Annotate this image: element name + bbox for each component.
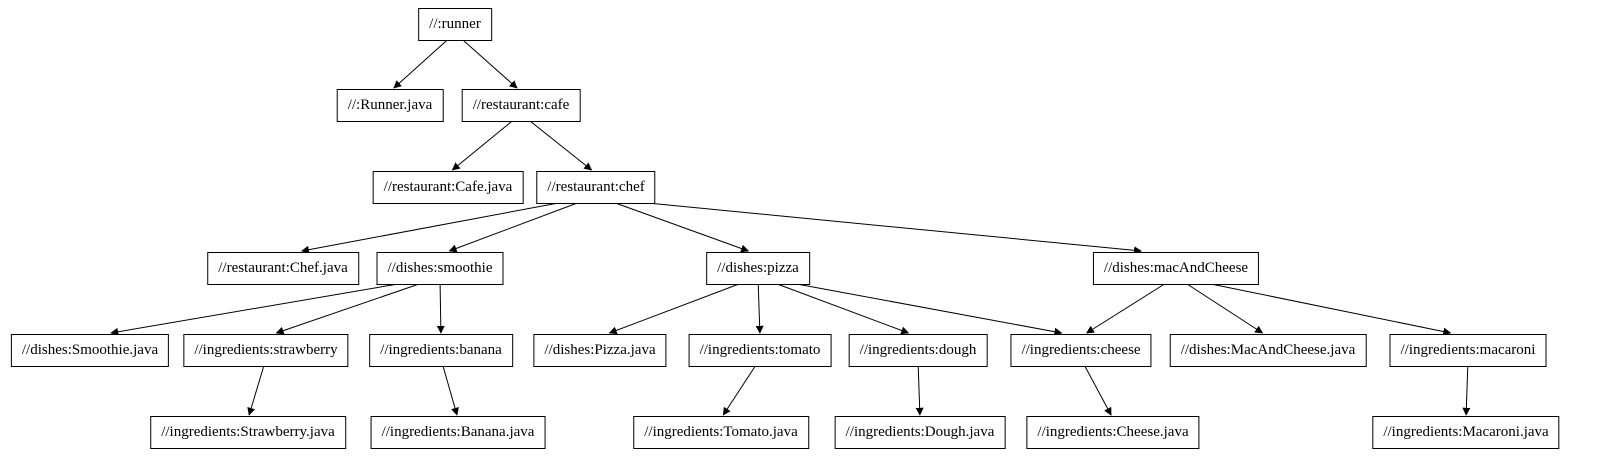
graph-edge-strawberry-to-strawberry_java xyxy=(247,365,265,416)
graph-edge-macandcheese-to-cheese xyxy=(1086,283,1165,334)
graph-edge-pizza-to-cheese xyxy=(796,283,1063,336)
graph-node-pizza: //dishes:pizza xyxy=(706,252,810,285)
graph-edge-macandcheese-to-macandcheese_java xyxy=(1186,283,1264,334)
graph-node-tomato_java: //ingredients:Tomato.java xyxy=(633,416,809,449)
graph-node-cheese: //ingredients:cheese xyxy=(1010,334,1152,367)
graph-edge-cafe-to-chef xyxy=(529,120,593,171)
graph-node-cafe_java: //restaurant:Cafe.java xyxy=(372,171,524,204)
graph-edge-smoothie-to-strawberry xyxy=(275,283,420,335)
graph-node-chef_java: //restaurant:Chef.java xyxy=(207,252,359,285)
graph-edge-macandcheese-to-macaroni xyxy=(1210,283,1452,336)
graph-edge-tomato-to-tomato_java xyxy=(722,365,756,416)
graph-edge-pizza-to-tomato xyxy=(755,283,764,334)
graph-node-cafe: //restaurant:cafe xyxy=(461,89,581,122)
graph-edge-pizza-to-pizza_java xyxy=(608,283,740,335)
graph-node-dough: //ingredients:dough xyxy=(848,334,988,367)
graph-node-smoothie_java: //dishes:Smoothie.java xyxy=(10,334,170,367)
graph-node-banana_java: //ingredients:Banana.java xyxy=(370,416,546,449)
graph-node-macaroni: //ingredients:macaroni xyxy=(1389,334,1547,367)
graph-node-strawberry: //ingredients:strawberry xyxy=(183,334,349,367)
graph-edge-macaroni-to-macaroni_java xyxy=(1462,365,1471,416)
graph-edge-pizza-to-dough xyxy=(777,283,910,335)
graph-edge-banana-to-banana_java xyxy=(442,365,459,416)
graph-node-runner: //:runner xyxy=(418,8,492,41)
graph-edge-dough-to-dough_java xyxy=(915,365,924,416)
graph-node-pizza_java: //dishes:Pizza.java xyxy=(533,334,667,367)
graph-edge-smoothie-to-banana xyxy=(436,283,445,334)
graph-node-macaroni_java: //ingredients:Macaroni.java xyxy=(1372,416,1560,449)
graph-node-banana: //ingredients:banana xyxy=(369,334,513,367)
graph-edge-cafe-to-cafe_java xyxy=(451,120,513,171)
graph-node-strawberry_java: //ingredients:Strawberry.java xyxy=(150,416,346,449)
graph-edge-runner-to-cafe xyxy=(462,39,518,89)
graph-edge-runner-to-runner_java xyxy=(393,39,448,89)
graph-node-macandcheese_java: //dishes:MacAndCheese.java xyxy=(1169,334,1367,367)
graph-edge-chef-to-smoothie xyxy=(448,202,578,253)
graph-edge-chef-to-pizza xyxy=(615,202,750,253)
graph-node-cheese_java: //ingredients:Cheese.java xyxy=(1026,416,1200,449)
graph-node-macandcheese: //dishes:macAndCheese xyxy=(1092,252,1260,285)
graph-edge-cheese-to-cheese_java xyxy=(1084,365,1112,416)
graph-edge-chef-to-chef_java xyxy=(301,202,559,254)
graph-node-smoothie: //dishes:smoothie xyxy=(376,252,504,285)
graph-edge-chef-to-macandcheese xyxy=(647,202,1142,255)
graph-node-runner_java: //:Runner.java xyxy=(336,89,444,122)
graph-node-tomato: //ingredients:tomato xyxy=(688,334,832,367)
graph-node-dough_java: //ingredients:Dough.java xyxy=(834,416,1006,449)
graph-node-chef: //restaurant:chef xyxy=(536,171,656,204)
graph-edge-smoothie-to-smoothie_java xyxy=(110,283,399,336)
